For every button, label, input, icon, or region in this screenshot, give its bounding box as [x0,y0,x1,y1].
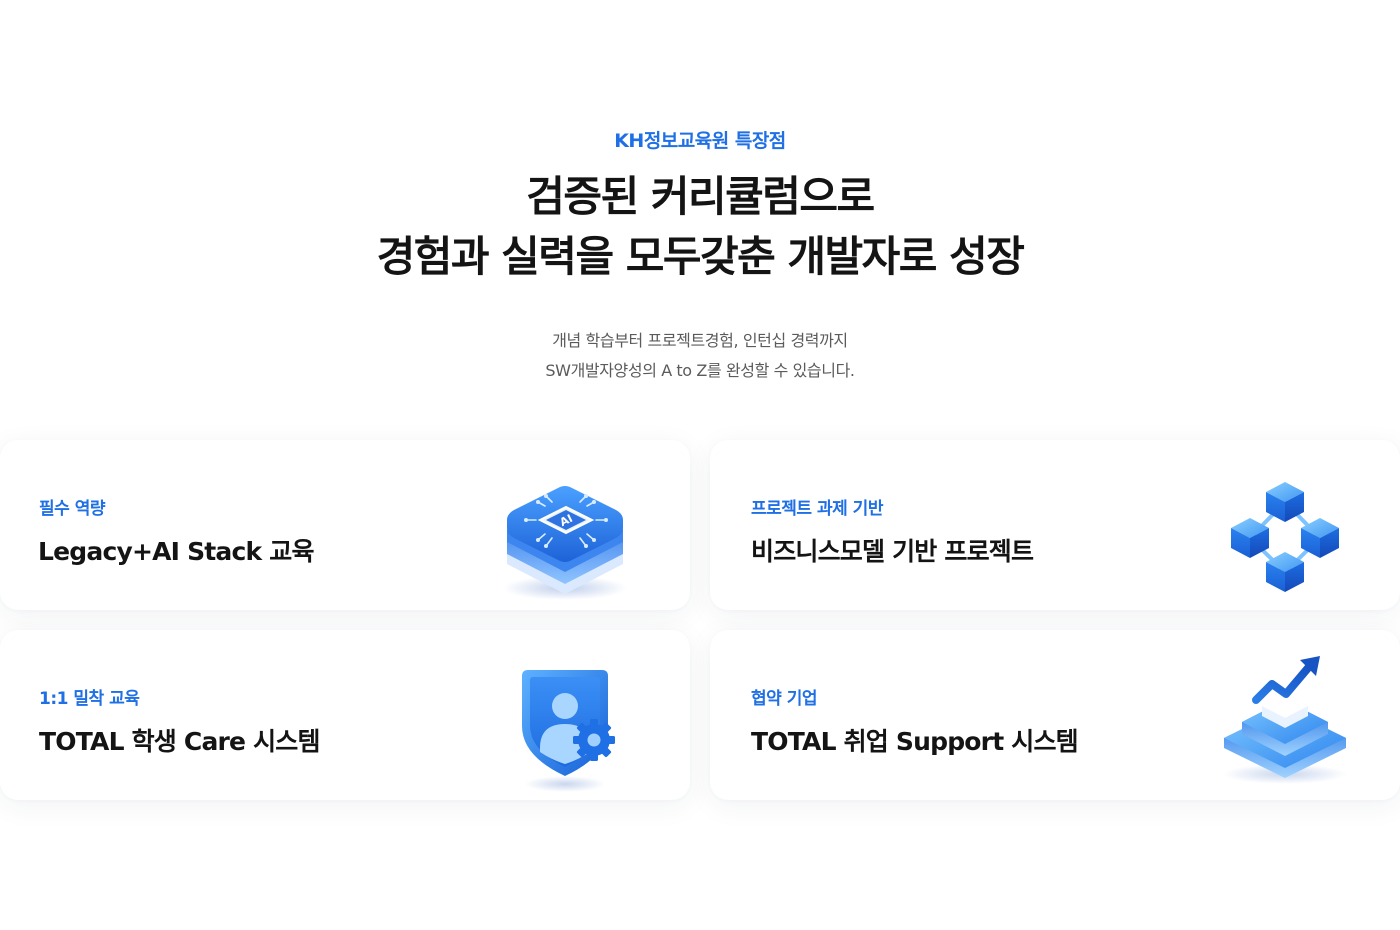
card-tag: 필수 역량 [39,499,105,519]
section-eyebrow: KH정보교육원 특장점 [614,130,786,152]
card-title: 비즈니스모델 기반 프로젝트 [751,537,1034,566]
headline-line-1: 검증된 커리큘럼으로 [526,172,875,221]
headline-line-2: 경험과 실력을 모두갖춘 개발자로 성장 [376,232,1025,281]
user-shield-gear-icon [490,648,640,798]
feature-card-business-project: 프로젝트 과제 기반 비즈니스모델 기반 프로젝트 [710,440,1400,610]
subtext-line-1: 개념 학습부터 프로젝트경험, 인턴십 경력까지 [552,331,848,350]
feature-card-ai-stack: 필수 역량 Legacy+AI Stack 교육 [0,440,690,610]
chip-label: AI [558,512,575,529]
subtext-line-2: SW개발자양성의 A to Z를 완성할 수 있습니다. [545,361,855,380]
card-title: TOTAL 취업 Support 시스템 [751,727,1079,756]
card-title: Legacy+AI Stack 교육 [38,537,314,566]
feature-card-student-care: 1:1 밀착 교육 TOTAL 학생 Care 시스템 [0,630,690,800]
connected-cubes-icon [1210,460,1360,610]
card-title: TOTAL 학생 Care 시스템 [39,727,321,756]
card-tag: 1:1 밀착 교육 [39,689,140,709]
growth-chart-platform-icon [1210,642,1360,792]
feature-card-job-support: 협약 기업 TOTAL 취업 Support 시스템 [710,630,1400,800]
ai-chip-icon: AI [490,460,640,610]
card-tag: 협약 기업 [751,689,817,709]
card-tag: 프로젝트 과제 기반 [751,499,883,519]
